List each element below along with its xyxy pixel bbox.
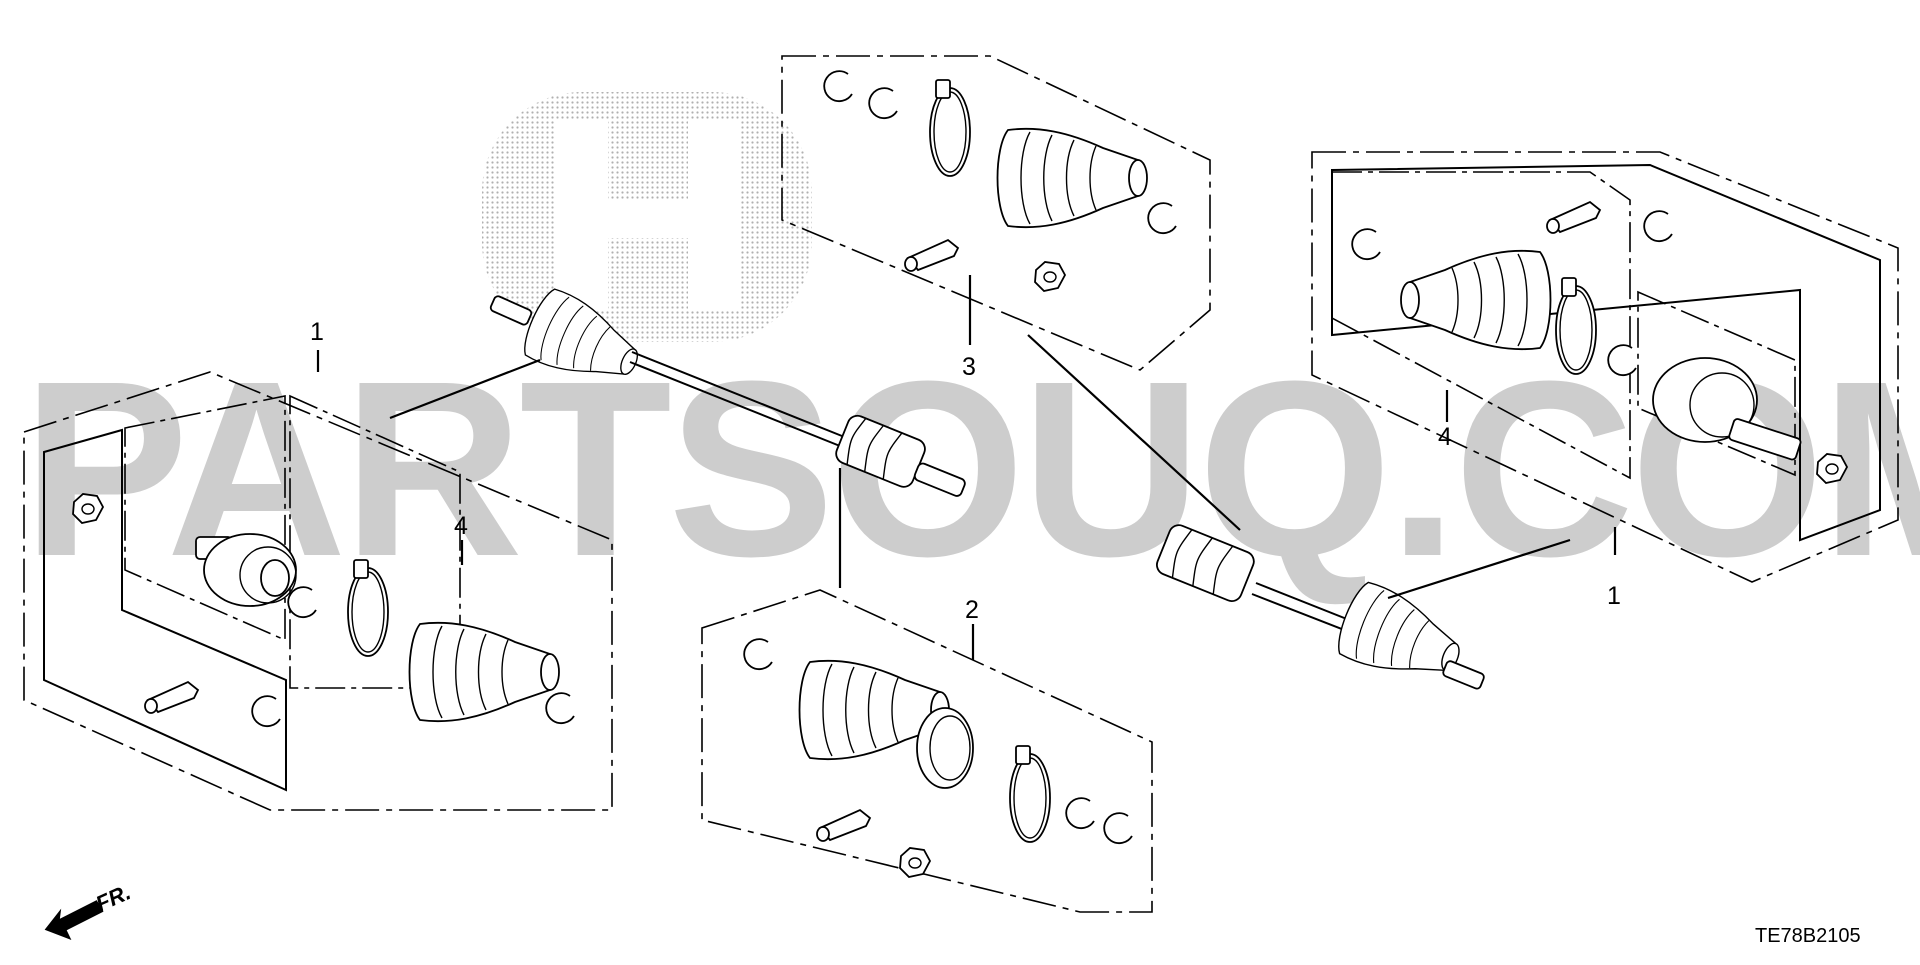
- callout-1-left: 1: [310, 318, 324, 346]
- callout-1-right: 1: [1607, 582, 1621, 610]
- boot-ring: [916, 707, 974, 789]
- callout-3: 3: [962, 353, 976, 381]
- arrow-front-icon: [44, 900, 104, 940]
- drive-shaft-upper: [489, 284, 966, 497]
- kit-right: [1311, 151, 1899, 583]
- callout-4-left: 4: [454, 512, 468, 540]
- diagram-code: TE78B2105: [1755, 925, 1861, 947]
- brand-logo: [482, 92, 812, 342]
- drive-shaft-lower: [1156, 524, 1485, 697]
- callout-4-right: 4: [1438, 423, 1452, 451]
- callout-2: 2: [965, 596, 979, 624]
- kit-bottom: [701, 589, 1153, 913]
- inner-joint: [1652, 357, 1802, 461]
- kit-top: [781, 55, 1211, 371]
- outer-joint: [195, 533, 297, 607]
- watermark-text: PARTSOUQ.COM: [22, 329, 1920, 608]
- kit-left: [23, 371, 613, 811]
